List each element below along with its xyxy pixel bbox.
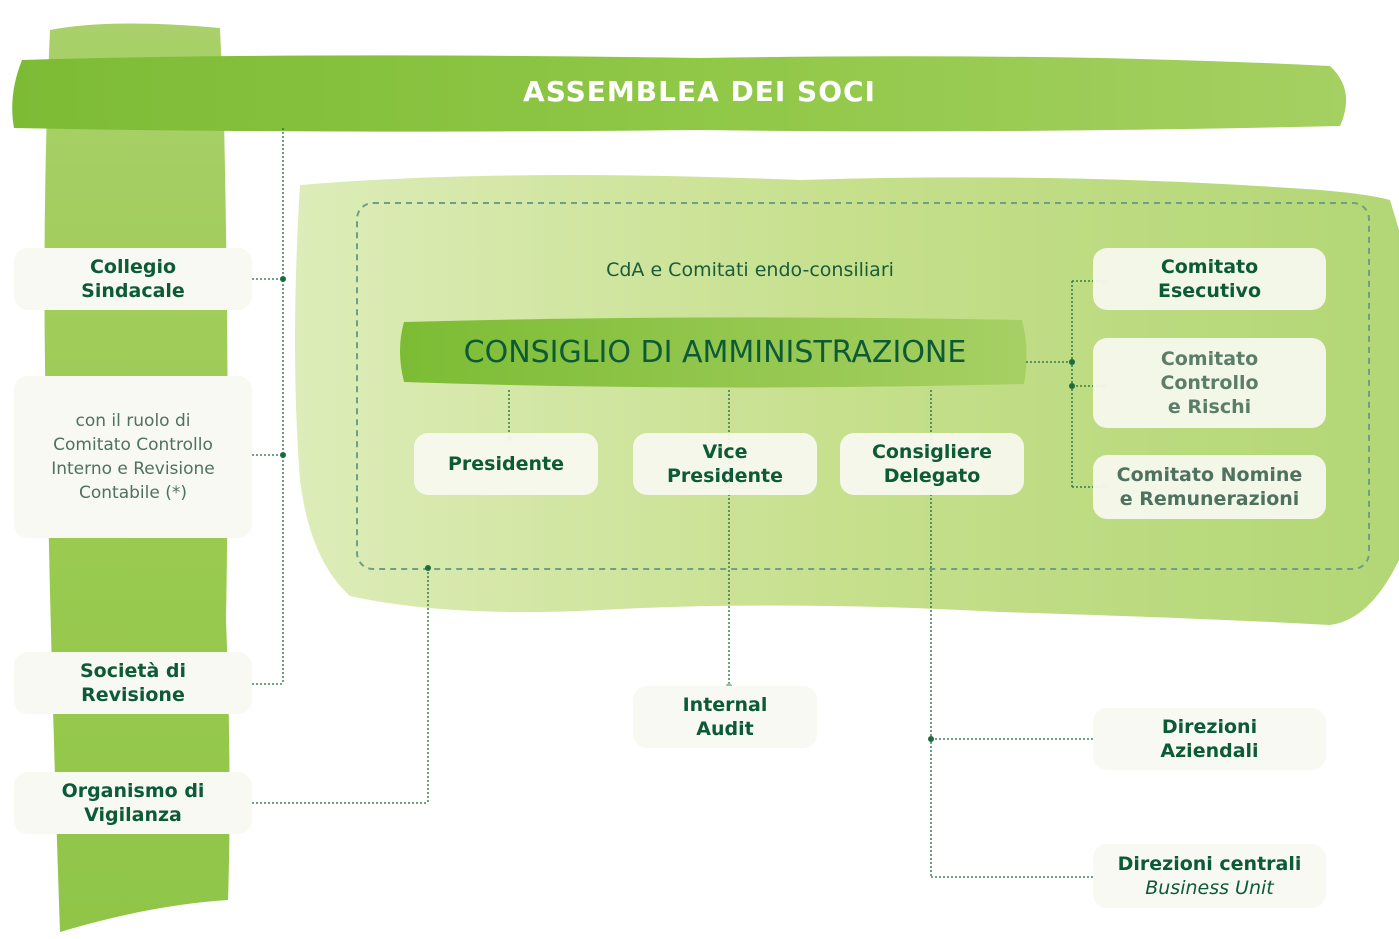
organismo-line1: Organismo di: [61, 780, 205, 802]
role-line3: Interno e Revisione: [51, 459, 215, 479]
organismo-vigilanza-box: Organismo di Vigilanza: [14, 772, 252, 834]
presidente-box: Presidente: [414, 433, 598, 495]
role-line2: Comitato Controllo: [53, 435, 213, 455]
centrali-line1: Direzioni centrali: [1117, 853, 1302, 875]
collegio-line1: Collegio: [89, 256, 177, 278]
committee-line1: Comitato Nomine: [1116, 464, 1303, 486]
aziendali-line2: Aziendali: [1160, 740, 1259, 762]
member-line1: Consigliere: [871, 441, 993, 463]
member-line1: Presidente: [448, 453, 564, 475]
comitato-controllo-rischi-box: Comitato Controllo e Rischi: [1093, 338, 1326, 428]
aziendali-line1: Direzioni: [1161, 716, 1258, 738]
committee-line2: Controllo: [1160, 372, 1259, 394]
member-line1: Vice: [702, 441, 748, 463]
header-brush: [12, 55, 1347, 132]
role-line1: con il ruolo di: [75, 411, 191, 431]
centrali-line2: Business Unit: [1145, 877, 1274, 899]
direzioni-centrali-box: Direzioni centrali Business Unit: [1093, 844, 1326, 908]
audit-line1: Internal: [682, 694, 768, 716]
organismo-line2: Vigilanza: [84, 804, 182, 826]
board-title-brush: [400, 317, 1027, 388]
consigliere-delegato-box: Consigliere Delegato: [840, 433, 1024, 495]
collegio-role-box: con il ruolo di Comitato Controllo Inter…: [14, 376, 252, 538]
societa-line1: Società di: [79, 660, 187, 682]
internal-audit-box: Internal Audit: [633, 686, 817, 748]
member-line2: Presidente: [667, 465, 783, 487]
comitato-esecutivo-box: Comitato Esecutivo: [1093, 248, 1326, 310]
board-dashed-frame: [356, 202, 1370, 570]
role-line4: Contabile (*): [79, 483, 187, 503]
board-section-label: CdA e Comitati endo-consiliari: [606, 259, 894, 281]
collegio-line2: Sindacale: [81, 280, 185, 302]
societa-revisione-box: Società di Revisione: [14, 652, 252, 714]
audit-line2: Audit: [696, 718, 754, 740]
committee-line1: Comitato: [1160, 256, 1259, 278]
assembly-title: ASSEMBLEA DEI SOCI: [523, 75, 876, 108]
committee-line3: e Rischi: [1167, 396, 1252, 418]
comitato-nomine-box: Comitato Nomine e Remunerazioni: [1093, 455, 1326, 519]
board-title: CONSIGLIO DI AMMINISTRAZIONE: [463, 335, 967, 370]
committee-line1: Comitato: [1160, 348, 1259, 370]
direzioni-aziendali-box: Direzioni Aziendali: [1093, 708, 1326, 770]
societa-line2: Revisione: [81, 684, 185, 706]
committee-line2: e Remunerazioni: [1119, 488, 1300, 510]
committee-line2: Esecutivo: [1158, 280, 1261, 302]
collegio-sindacale-box: Collegio Sindacale: [14, 248, 252, 310]
member-line2: Delegato: [883, 465, 981, 487]
vice-presidente-box: Vice Presidente: [633, 433, 817, 495]
